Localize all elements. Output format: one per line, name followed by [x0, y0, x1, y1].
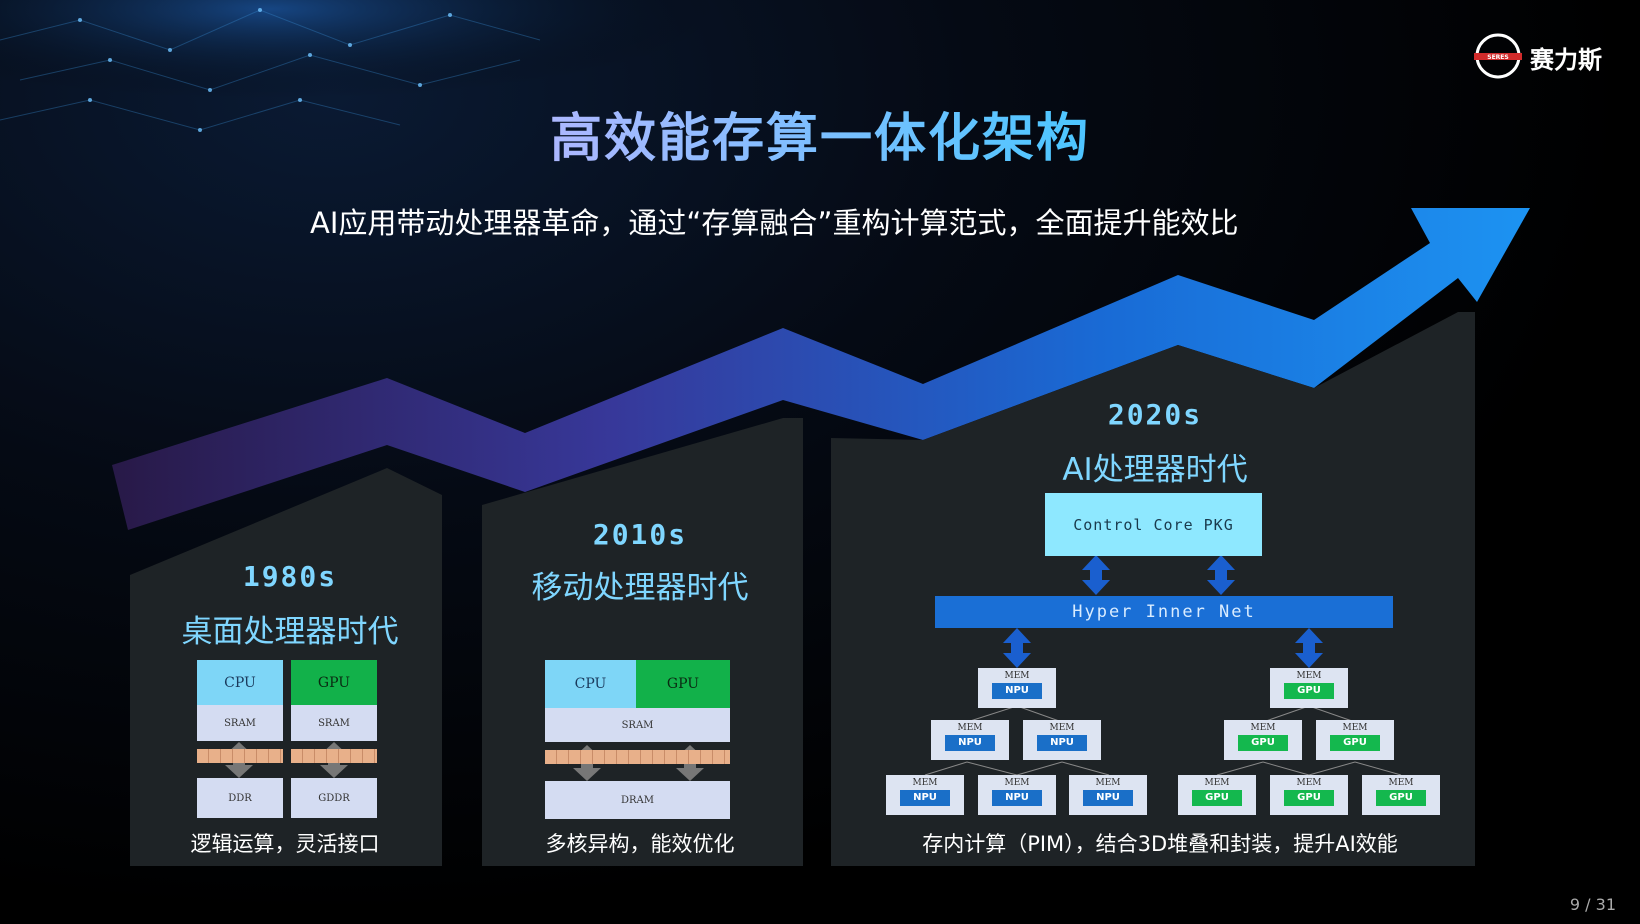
- gpu-block-2010s: GPU: [636, 660, 730, 708]
- pim-node-npu: MEM NPU: [1069, 775, 1147, 815]
- pim-node-gpu: MEM GPU: [1178, 775, 1256, 815]
- cpu-block-2010s: CPU: [545, 660, 636, 708]
- interconnect-2010s: [545, 750, 730, 764]
- mem-label: MEM: [1296, 671, 1322, 681]
- control-core-pkg: Control Core PKG: [1045, 493, 1262, 556]
- gpu-chip: GPU: [1376, 790, 1426, 806]
- gpu-chip: GPU: [1192, 790, 1242, 806]
- era-1980s-name: 桌面处理器时代: [181, 614, 399, 650]
- pim-node-npu: MEM NPU: [978, 668, 1056, 708]
- mem-label: MEM: [957, 723, 983, 733]
- pim-node-npu: MEM NPU: [886, 775, 964, 815]
- pim-node-gpu: MEM GPU: [1270, 775, 1348, 815]
- gpu-chip: GPU: [1284, 683, 1334, 699]
- era-2010s-caption: 多核异构，能效优化: [545, 832, 735, 856]
- dram-block: DRAM: [545, 781, 730, 819]
- mem-label: MEM: [912, 778, 938, 788]
- era-2020s-year: 2020s: [1107, 398, 1203, 431]
- brand-logo: SERES 赛力斯: [1472, 30, 1622, 82]
- sram-block-2010s: SRAM: [545, 708, 730, 742]
- pim-tree-lines: [924, 705, 1402, 776]
- era-2020s-caption: 存内计算（PIM），结合3D堆叠和封装，提升AI效能: [922, 832, 1398, 856]
- panel-1980s: [130, 468, 442, 866]
- pim-node-gpu: MEM GPU: [1224, 720, 1302, 760]
- mem-label: MEM: [1004, 671, 1030, 681]
- interconnect-1980s-cpu: [197, 749, 283, 763]
- pim-node-npu: MEM NPU: [1023, 720, 1101, 760]
- pim-node-npu: MEM NPU: [978, 775, 1056, 815]
- era-1980s-year: 1980s: [242, 560, 338, 593]
- era-2010s-name: 移动处理器时代: [531, 570, 749, 606]
- page-number: 9 / 31: [1569, 895, 1616, 914]
- mem-label: MEM: [1095, 778, 1121, 788]
- era-2010s-year: 2010s: [592, 518, 688, 551]
- double-arrows: [1003, 555, 1323, 668]
- slide-subtitle: AI应用带动处理器革命，通过“存算融合”重构计算范式，全面提升能效比: [310, 206, 1239, 240]
- brand-name: 赛力斯: [1530, 46, 1602, 74]
- sram-block-1980s-gpu: SRAM: [291, 705, 377, 741]
- mem-label: MEM: [1250, 723, 1276, 733]
- trend-arrow: [112, 208, 1530, 530]
- logo-mark-text: SERES: [1487, 54, 1508, 61]
- hyper-inner-net: Hyper Inner Net: [935, 596, 1393, 628]
- slide-title: 高效能存算一体化架构: [0, 96, 1640, 171]
- npu-chip: NPU: [945, 735, 995, 751]
- era-2020s-name: AI处理器时代: [1062, 452, 1248, 488]
- cpu-block-1980s: CPU: [197, 660, 283, 705]
- npu-chip: NPU: [992, 683, 1042, 699]
- npu-chip: NPU: [900, 790, 950, 806]
- sram-block-1980s-cpu: SRAM: [197, 705, 283, 741]
- gpu-chip: GPU: [1330, 735, 1380, 751]
- gpu-chip: GPU: [1238, 735, 1288, 751]
- npu-chip: NPU: [992, 790, 1042, 806]
- mem-label: MEM: [1049, 723, 1075, 733]
- pim-node-gpu: MEM GPU: [1270, 668, 1348, 708]
- mem-label: MEM: [1296, 778, 1322, 788]
- mem-label: MEM: [1204, 778, 1230, 788]
- pim-node-gpu: MEM GPU: [1316, 720, 1394, 760]
- gddr-block: GDDR: [291, 778, 377, 818]
- pim-node-npu: MEM NPU: [931, 720, 1009, 760]
- gpu-block-1980s: GPU: [291, 660, 377, 705]
- ddr-block: DDR: [197, 778, 283, 818]
- mem-label: MEM: [1388, 778, 1414, 788]
- seres-emblem-icon: SERES: [1474, 33, 1522, 79]
- era-1980s-caption: 逻辑运算，灵活接口: [190, 832, 380, 856]
- npu-chip: NPU: [1083, 790, 1133, 806]
- interconnect-1980s-gpu: [291, 749, 377, 763]
- npu-chip: NPU: [1037, 735, 1087, 751]
- mem-label: MEM: [1004, 778, 1030, 788]
- pim-node-gpu: MEM GPU: [1362, 775, 1440, 815]
- gpu-chip: GPU: [1284, 790, 1334, 806]
- mem-label: MEM: [1342, 723, 1368, 733]
